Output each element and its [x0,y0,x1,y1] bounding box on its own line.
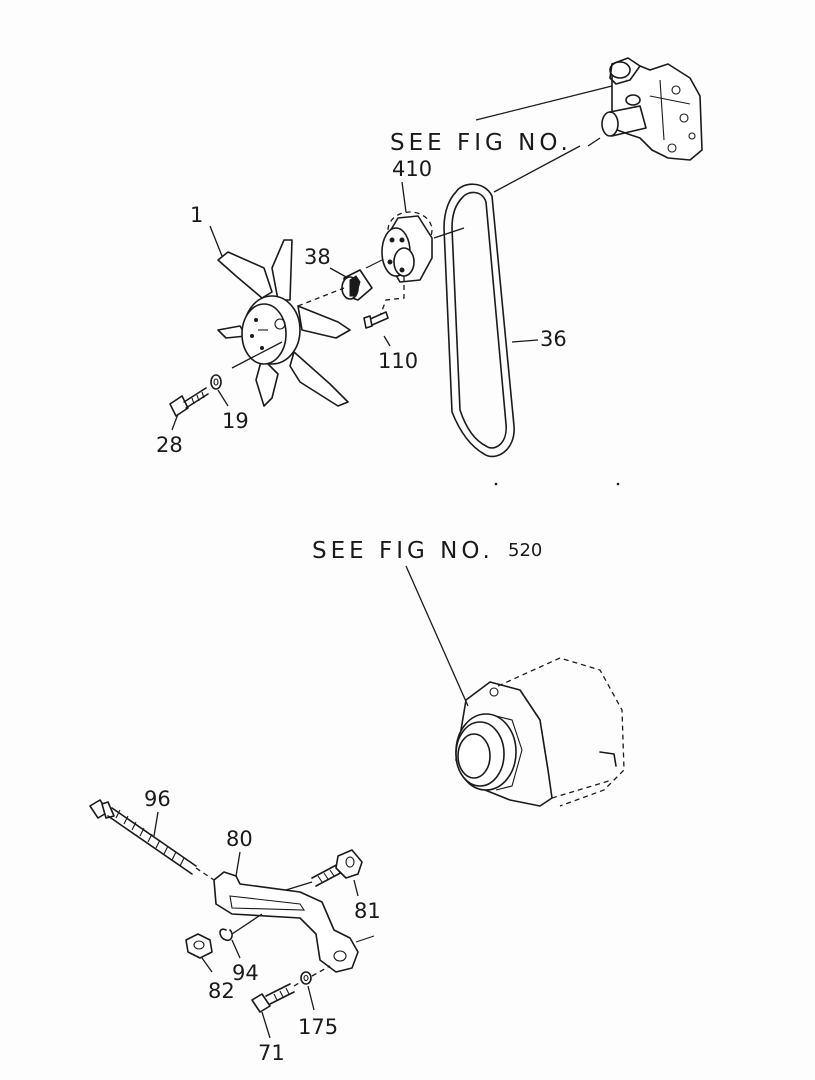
callout-110: 110 [378,349,418,373]
callout-175: 175 [298,1015,338,1039]
fan-bolt-drawing [169,387,209,417]
leader-water-pump [475,85,613,121]
leader-alternator [405,565,469,707]
reference-label-alternator: SEE FIG NO. [312,538,494,564]
water-pump-drawing [601,57,703,161]
callout-36: 36 [540,327,567,351]
callout-38: 38 [304,245,331,269]
fan-drawing [217,239,351,407]
short-bolt-drawing [251,979,305,1013]
callout-28: 28 [156,433,183,457]
spacer-drawing [341,259,383,301]
fan-washer-drawing [210,374,222,390]
nut-drawing [185,933,213,959]
lock-washer-drawing [219,913,263,942]
callout-1: 1 [190,203,203,227]
callout-410: 410 [392,157,432,181]
callout-80: 80 [226,827,253,851]
pulley-drawing [379,211,433,317]
callout-19: 19 [222,409,249,433]
pulley-bolt-drawing [363,311,389,329]
adjust-bolt-drawing [89,799,197,875]
callout-96: 96 [144,787,171,811]
callout-71: 71 [258,1041,285,1065]
washer-drawing [300,965,331,985]
alternator-drawing [455,657,625,807]
fan-belt-drawing [443,183,515,458]
callout-94: 94 [232,961,259,985]
reference-number-alternator: 520 [508,540,542,561]
bracket-bolt-drawing [285,849,363,891]
adjust-bracket-drawing [195,851,375,973]
callout-81: 81 [354,899,381,923]
reference-label-water-pump: SEE FIG NO. [390,130,572,156]
callout-82: 82 [208,979,235,1003]
